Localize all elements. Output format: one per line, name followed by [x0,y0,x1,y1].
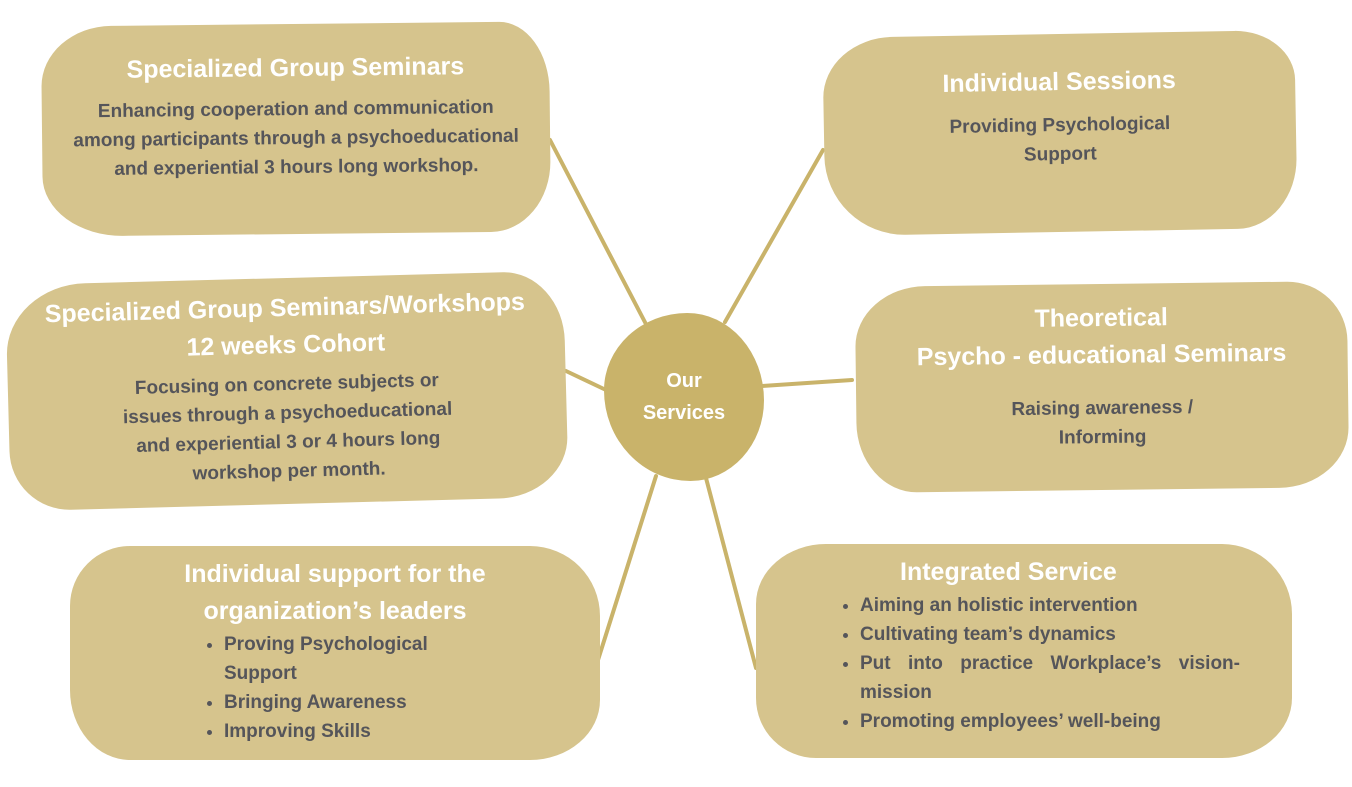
list-item: Promoting employees’ well-being [860,707,1240,736]
node-leaders-support: Individual support for the organization’… [70,546,600,760]
node-title-line: Specialized Group Seminars/Workshops [44,287,526,329]
node-body-line: Providing Psychological [949,113,1171,138]
node-body-line: Raising awareness / [1011,396,1194,421]
node-individual-sessions: Individual Sessions Providing Psychologi… [822,29,1298,237]
node-body-line: and experiential 3 hours long workshop. [114,155,479,180]
connector-integrated [704,476,758,670]
list-item: Bringing Awareness [224,688,464,717]
node-title: Individual Sessions [942,65,1177,99]
center-our-services: Our Services [604,313,764,481]
node-title-line: 12 weeks Cohort [186,328,386,362]
node-body-line: workshop per month. [192,458,386,485]
node-title-line: Psycho - educational Seminars [916,338,1287,372]
node-bullet-list: Proving Psychological Support Bringing A… [202,630,464,746]
node-theoretical-seminars: Theoretical Psycho - educational Seminar… [854,281,1350,493]
list-item: Put into practice Workplace’s vision-mis… [860,649,1240,707]
node-group-workshops-cohort: Specialized Group Seminars/Workshops 12 … [5,270,569,512]
node-integrated-service: Integrated Service Aiming an holistic in… [756,544,1292,758]
list-item: Improving Skills [224,717,464,746]
connector-group-seminars [548,138,650,330]
node-body-line: Informing [1058,426,1147,449]
node-title: Integrated Service [900,558,1117,586]
connector-cohort [564,369,608,392]
connector-leaders [596,474,658,662]
list-item: Aiming an holistic intervention [860,591,1240,620]
list-item: Proving Psychological Support [224,630,464,688]
center-label-line2: Services [642,402,726,424]
node-body-line: among participants through a psychoeduca… [73,125,519,152]
node-title-line: Theoretical [1034,303,1169,333]
connector-theoretical [760,378,854,388]
node-title-line: organization’s leaders [203,597,467,625]
connector-individual-sessions [723,148,825,324]
node-title-line: Individual support for the [184,560,486,588]
center-label-line1: Our [666,370,702,392]
node-body-line: Enhancing cooperation and communication [97,96,494,123]
node-bullet-list: Aiming an holistic intervention Cultivat… [838,591,1240,736]
node-specialized-group-seminars: Specialized Group Seminars Enhancing coo… [40,21,552,237]
node-title: Specialized Group Seminars [126,52,465,84]
node-body-line: Support [1023,143,1097,166]
list-item: Cultivating team’s dynamics [860,620,1240,649]
